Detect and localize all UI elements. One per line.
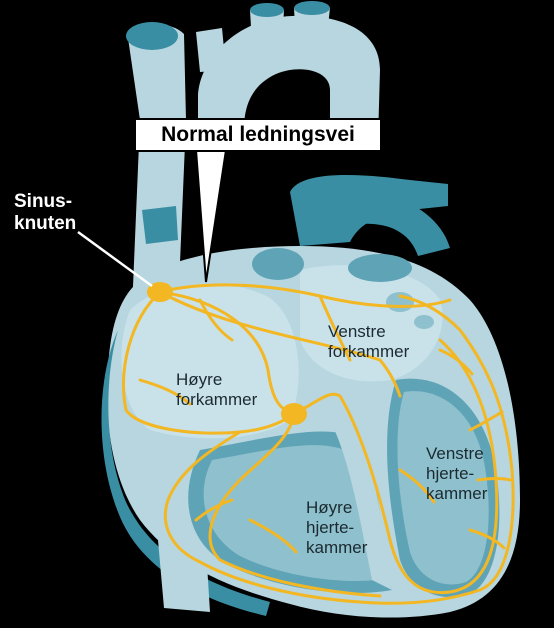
pulmonary-vein-opening-2 (252, 248, 304, 280)
left-vessel-stub (142, 206, 178, 244)
label-sinus-node: Sinus- knuten (14, 191, 76, 235)
svc-opening (126, 22, 178, 50)
label-left-atrium: Venstre forkammer (328, 322, 409, 362)
label-right-ventricle: Høyre hjerte- kammer (306, 498, 367, 558)
aorta-branch-3 (196, 28, 226, 72)
pulmonary-vein-opening-4 (414, 315, 434, 329)
aorta-branch-1-opening (250, 3, 284, 17)
label-right-atrium: Høyre forkammer (176, 370, 257, 410)
label-left-ventricle: Venstre hjerte- kammer (426, 444, 487, 504)
callout-title: Normal ledningsvei (134, 118, 382, 152)
av-node (281, 403, 307, 425)
aorta-branch-2-opening (294, 1, 330, 15)
pulmonary-vein-opening-1 (348, 254, 412, 282)
